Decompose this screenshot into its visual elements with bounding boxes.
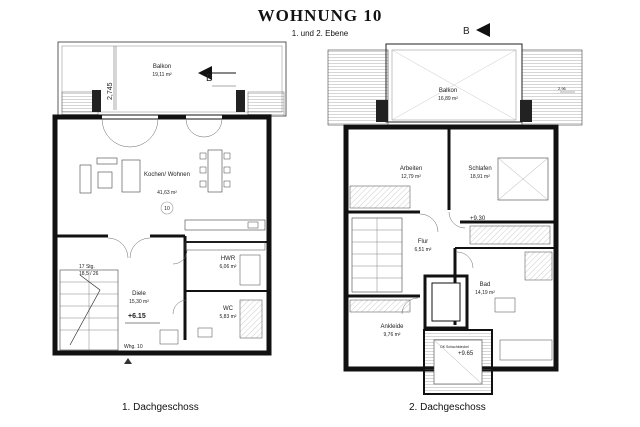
room-area-kochen-wohnen: 41,63 m² bbox=[157, 190, 177, 196]
room-area-wc: 5,83 m² bbox=[220, 314, 237, 320]
stair-1 bbox=[59, 269, 119, 351]
room-name-balkon-1: Balkon bbox=[153, 64, 171, 70]
room-name-ankleide: Ankleide bbox=[380, 324, 404, 330]
section-marker-arrow-2 bbox=[476, 23, 490, 37]
page-title: WOHNUNG 10 bbox=[257, 6, 383, 25]
floor-caption-1: 1. Dachgeschoss bbox=[122, 402, 199, 413]
section-marker-letter-2: B bbox=[463, 26, 470, 37]
room-area-hwr: 6,06 m² bbox=[220, 264, 237, 270]
floor-2-plan bbox=[327, 23, 583, 395]
balcony-dimension-1: 2,745 bbox=[107, 82, 114, 100]
room-area-balkon-2: 16,89 m² bbox=[438, 96, 458, 102]
roof-left-2 bbox=[327, 49, 389, 126]
room-area-ankleide: 9,76 m² bbox=[384, 332, 401, 338]
section-marker-arrow-1 bbox=[198, 66, 212, 80]
room-area-schlafen: 18,91 m² bbox=[470, 174, 490, 180]
room-area-diele: 15,30 m² bbox=[129, 299, 149, 305]
entry-note: Whg. 10 bbox=[124, 344, 143, 350]
room-area-flur: 6,51 m² bbox=[415, 247, 432, 253]
floor-caption-2: 2. Dachgeschoss bbox=[409, 402, 486, 413]
dimension-2: 2,96 bbox=[558, 86, 567, 91]
room-number: 10 bbox=[164, 206, 170, 212]
floor-1-plan bbox=[52, 41, 287, 364]
room-name-flur: Flur bbox=[418, 239, 428, 245]
level-mark-2a: +9.30 bbox=[470, 216, 486, 222]
roof-hatch-note: OK Schachtdeckel bbox=[440, 345, 469, 349]
stair-label-1: 17 Stg. bbox=[79, 264, 95, 270]
balcony-outline-2 bbox=[385, 43, 523, 123]
stair-ratio-1: 18,5 / 26 bbox=[79, 271, 99, 277]
room-name-schlafen: Schlafen bbox=[468, 166, 491, 172]
roof-hatch-right bbox=[247, 91, 285, 117]
room-area-balkon-1: 19,11 m² bbox=[152, 72, 172, 78]
level-mark-2b: +9.65 bbox=[458, 351, 474, 357]
room-number-badge bbox=[160, 201, 174, 215]
section-marker-letter-1: B bbox=[206, 73, 213, 84]
room-name-bad: Bad bbox=[480, 282, 491, 288]
room-name-wc: WC bbox=[223, 306, 234, 312]
room-name-balkon-2: Balkon bbox=[439, 88, 457, 94]
stair-2 bbox=[351, 217, 403, 293]
entry-arrow bbox=[124, 358, 132, 364]
room-name-kochen-wohnen: Kochen/ Wohnen bbox=[144, 172, 190, 178]
room-name-hwr: HWR bbox=[221, 256, 236, 262]
level-mark-1: +6.15 bbox=[128, 313, 146, 320]
bed bbox=[497, 157, 549, 201]
room-area-bad: 14,19 m² bbox=[475, 290, 495, 296]
room-name-arbeiten: Arbeiten bbox=[400, 166, 422, 172]
page-subtitle: 1. und 2. Ebene bbox=[291, 29, 349, 38]
room-area-arbeiten: 12,79 m² bbox=[401, 174, 421, 180]
room-name-diele: Diele bbox=[132, 291, 146, 297]
